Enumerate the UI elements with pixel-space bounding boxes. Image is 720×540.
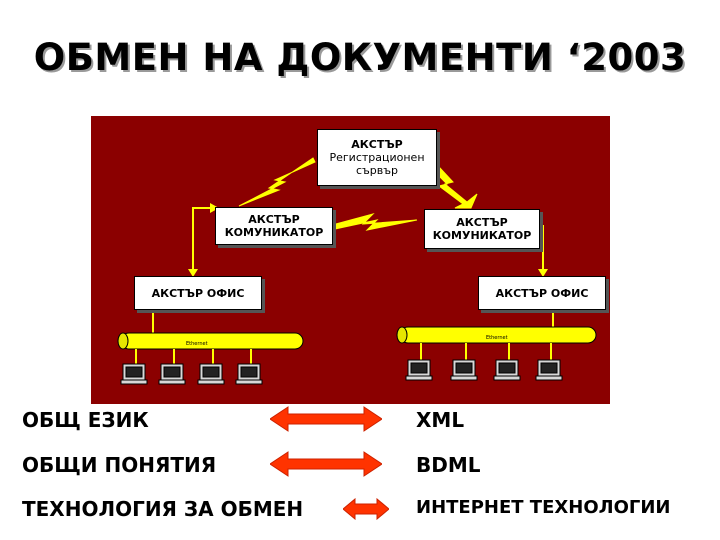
network-diagram: Ethernet Ethernet АКСТЪР Регистрационен … [91,116,610,404]
server-label-1: АКСТЪР [351,138,403,151]
page-title: ОБМЕН НА ДОКУМЕНТИ ‘2003 [33,36,687,79]
row-common-language: ОБЩ ЕЗИК [22,408,149,432]
bus-left-label: Ethernet [186,341,208,347]
communicator-right-label-2: КОМУНИКАТОР [432,229,532,242]
bolt-server-right [434,167,478,209]
row-internet-technologies: ИНТЕРНЕТ ТЕХНОЛОГИИ [416,497,671,518]
communicator-left-label-1: АКСТЪР [248,213,300,226]
office-right-label: АКСТЪР ОФИС [495,286,589,300]
double-arrow-2-icon [270,451,382,477]
line-comm-left-to-office-left [192,207,215,274]
diagram-connections: Ethernet Ethernet [117,157,597,385]
computers-left [120,363,263,385]
bus-left [117,332,304,366]
double-arrow-1-icon [270,406,382,432]
server-label-3: сървър [355,164,399,177]
communicator-left-box: АКСТЪР КОМУНИКАТОР [215,207,333,245]
communicator-right-label-1: АКСТЪР [456,216,508,229]
row-bdml: BDML [416,453,481,477]
office-left-label: АКСТЪР ОФИС [151,286,245,300]
server-label-2: Регистрационен [329,151,425,164]
office-right-box: АКСТЪР ОФИС [478,276,606,310]
row-exchange-technology: ТЕХНОЛОГИЯ ЗА ОБМЕН [22,497,304,521]
row-xml: XML [416,408,465,432]
bus-right-label: Ethernet [486,335,508,341]
registration-server-box: АКСТЪР Регистрационен сървър [317,129,437,186]
row-common-concepts: ОБЩИ ПОНЯТИЯ [22,453,217,477]
communicator-left-label-2: КОМУНИКАТОР [224,226,324,239]
double-arrow-3-icon [343,498,389,520]
bolt-server-left [238,157,316,207]
bus-right [396,326,597,361]
computers-right [405,359,563,381]
bolt-comm-link [320,213,418,233]
office-left-box: АКСТЪР ОФИС [134,276,262,310]
communicator-right-box: АКСТЪР КОМУНИКАТОР [424,209,540,249]
